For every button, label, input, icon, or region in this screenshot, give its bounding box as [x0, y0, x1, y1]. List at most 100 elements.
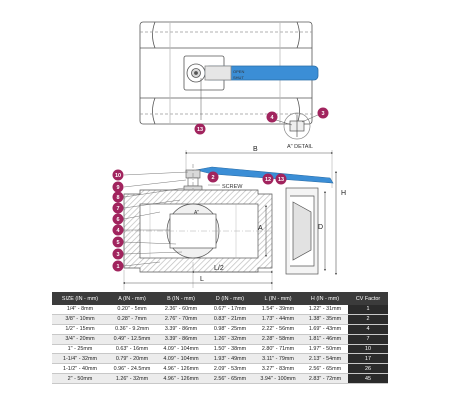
callout-badge — [112, 236, 124, 248]
table-cell: 1.93" - 49mm — [206, 353, 254, 365]
callout-badge-top — [194, 123, 206, 135]
callout-badge — [112, 248, 124, 260]
table-cell: 0.20" - 5mm — [108, 305, 156, 315]
left-callout-leaders — [123, 171, 189, 267]
dim-h-label: H — [341, 190, 346, 197]
table-cell: 3.94" - 100mm — [254, 373, 302, 385]
callout-number: 10 — [115, 173, 121, 179]
col-header-h: H (IN - mm) — [302, 292, 348, 305]
table-cell: 3.39" - 86mm — [156, 324, 206, 335]
cv-factor-cell: 2 — [348, 314, 388, 325]
table-cell: 1.50" - 38mm — [206, 344, 254, 355]
table-cell: 3/8" - 10mm — [52, 314, 108, 325]
callout-number: 7 — [116, 206, 119, 212]
table-cell: 4.09" - 104mm — [156, 353, 206, 365]
table-cell: 2" - 50mm — [52, 373, 108, 385]
table-cell: 0.36" - 9.2mm — [108, 324, 156, 335]
callout-number: 9 — [116, 185, 119, 191]
cv-factor-cell: 10 — [348, 344, 388, 355]
table-cell: 2.22" - 56mm — [254, 324, 302, 335]
handle-open-text: OPEN — [233, 69, 244, 74]
callout-nut: 2 — [211, 175, 214, 181]
col-header-d: D (IN - mm) — [206, 292, 254, 305]
table-cell: 3.27" - 83mm — [254, 363, 302, 375]
spec-table: SIZE (IN - mm) A (IN - mm) B (IN - mm) D… — [52, 292, 388, 385]
table-cell: 1.26" - 32mm — [206, 334, 254, 345]
col-header-cv: CV Factor — [348, 292, 388, 305]
table-cell: 2.56" - 65mm — [206, 373, 254, 385]
col-header-size: SIZE (IN - mm) — [52, 292, 108, 305]
callout-top-view: 13 — [197, 127, 203, 133]
table-cell: 0.79" - 20mm — [108, 353, 156, 365]
table-cell: 4.96" - 126mm — [156, 373, 206, 385]
callout-detail-4: 4 — [270, 115, 274, 121]
table-cell: 0.67" - 17mm — [206, 305, 254, 315]
callout-badge — [112, 202, 124, 214]
table-cell: 1.38" - 35mm — [302, 314, 348, 325]
dim-a-label: A — [258, 225, 263, 232]
table-cell: 1.81" - 46mm — [302, 334, 348, 345]
cv-factor-cell: 1 — [348, 305, 388, 315]
col-header-a: A (IN - mm) — [108, 292, 156, 305]
table-cell: 1.97" - 50mm — [302, 344, 348, 355]
dim-l2-label: L/2 — [214, 265, 224, 272]
table-cell: 2.83" - 72mm — [302, 373, 348, 385]
table-cell: 1.54" - 39mm — [254, 305, 302, 315]
table-cell: 3.11" - 79mm — [254, 353, 302, 365]
handle-shut-text: SHUT — [233, 75, 244, 80]
dim-d-label: D — [318, 224, 323, 231]
dim-b-label: B — [253, 146, 258, 153]
callout-number: 3 — [116, 252, 119, 258]
table-cell: 0.28" - 7mm — [108, 314, 156, 325]
cv-factor-cell: 4 — [348, 324, 388, 335]
table-cell: 1-1/2" - 40mm — [52, 363, 108, 375]
callout-number: 1 — [116, 264, 119, 270]
callout-handle-12: 12 — [265, 177, 271, 183]
stem-assembly — [183, 164, 203, 200]
cv-factor-cell: 17 — [348, 353, 388, 365]
callout-number: 8 — [116, 195, 119, 201]
table-cell: 3.39" - 86mm — [156, 334, 206, 345]
a-detail-label: A" DETAIL — [287, 144, 313, 150]
spec-table-header: SIZE (IN - mm) A (IN - mm) B (IN - mm) D… — [52, 292, 388, 305]
cv-factor-cell: 26 — [348, 363, 388, 375]
table-cell: 2.80" - 71mm — [254, 344, 302, 355]
table-cell: 0.98" - 25mm — [206, 324, 254, 335]
table-cell: 1.22" - 31mm — [302, 305, 348, 315]
table-cell: 1/4" - 8mm — [52, 305, 108, 315]
callout-number: 5 — [116, 240, 119, 246]
table-cell: 1.69" - 43mm — [302, 324, 348, 335]
cv-factor-cell: 45 — [348, 373, 388, 385]
callout-badge — [112, 224, 124, 236]
callout-badge — [112, 169, 124, 181]
callout-number: 4 — [116, 228, 120, 234]
screw-label: SCREW — [222, 184, 243, 190]
table-cell: 2.13" - 54mm — [302, 353, 348, 365]
table-cell: 2.76" - 70mm — [156, 314, 206, 325]
valve-body-section — [123, 189, 273, 273]
callout-handle-13: 13 — [278, 177, 284, 183]
callout-number: 6 — [116, 217, 119, 223]
table-cell: 2.28" - 58mm — [254, 334, 302, 345]
table-cell: 3/4" - 20mm — [52, 334, 108, 345]
callout-badge — [112, 213, 124, 225]
callout-detail-3: 3 — [321, 111, 324, 117]
table-cell: 4.96" - 126mm — [156, 363, 206, 375]
callout-badge — [112, 181, 124, 193]
table-cell: 1.26" - 32mm — [108, 373, 156, 385]
cv-factor-cell: 7 — [348, 334, 388, 345]
table-cell: 2.36" - 60mm — [156, 305, 206, 315]
table-cell: 1" - 25mm — [52, 344, 108, 355]
a-marker-label: A" — [194, 210, 199, 216]
table-cell: 1.73" - 44mm — [254, 314, 302, 325]
end-view — [285, 187, 319, 275]
table-cell: 0.63" - 16mm — [108, 344, 156, 355]
